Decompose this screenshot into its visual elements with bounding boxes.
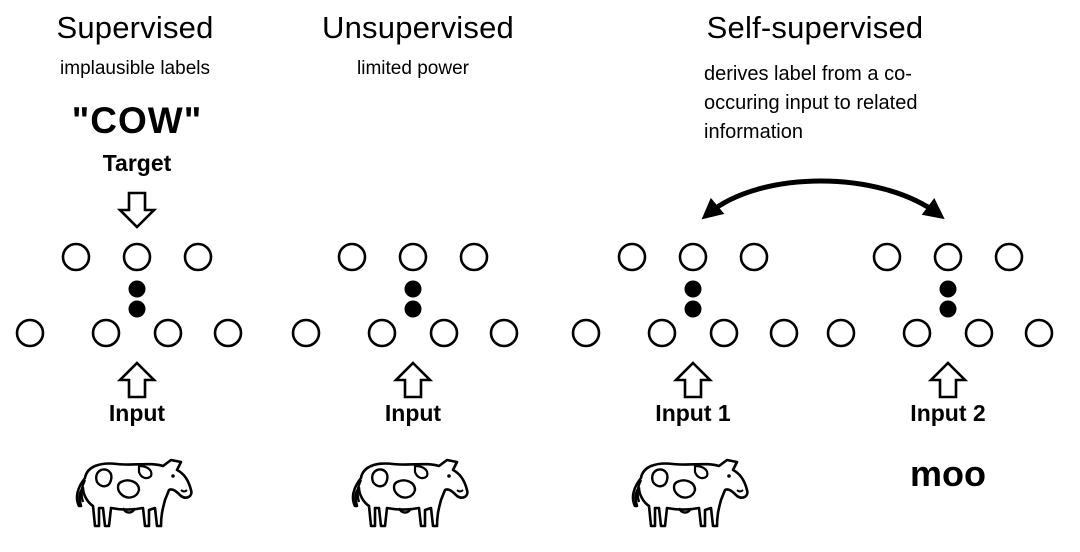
- unsupervised-ellipsis-dot-2: [404, 300, 422, 318]
- unsupervised-title: Unsupervised: [322, 10, 514, 45]
- unsupervised-top-node-2: [398, 242, 428, 272]
- self-supervised-2-top-node-3: [994, 242, 1024, 272]
- target-label: Target: [102, 150, 172, 176]
- self-supervised-2-bottom-node-4: [1024, 318, 1054, 348]
- self-supervised-1-top-node-1: [617, 242, 647, 272]
- supervised-input-label: Input: [108, 400, 166, 426]
- supervised-top-node-2: [122, 242, 152, 272]
- supervised-ellipsis-dot-1: [128, 280, 146, 298]
- self-supervised-2-ellipsis-dot-1: [939, 280, 957, 298]
- self-supervised-2-bottom-node-2: [902, 318, 932, 348]
- unsupervised-ellipsis-dot-1: [404, 280, 422, 298]
- self-supervised-input-1-label: Input 1: [655, 400, 731, 426]
- supervised-up-arrow-icon: [116, 361, 158, 399]
- supervised-bottom-node-2: [91, 318, 121, 348]
- self-supervised-2-bottom-node-1: [826, 318, 856, 348]
- moo-text: moo: [910, 453, 986, 494]
- self-supervised-1-top-node-2: [678, 242, 708, 272]
- self-supervised-1-up-arrow-icon: [672, 361, 714, 399]
- self-supervised-input-2-label: Input 2: [910, 400, 986, 426]
- supervised-bottom-node-4: [213, 318, 243, 348]
- self-supervised-title: Self-supervised: [706, 10, 924, 45]
- self-supervised-cow-icon: [631, 458, 749, 528]
- self-supervised-2-ellipsis-dot-2: [939, 300, 957, 318]
- supervised-top-node-3: [183, 242, 213, 272]
- supervised-ellipsis-dot-2: [128, 300, 146, 318]
- unsupervised-bottom-node-3: [429, 318, 459, 348]
- supervised-subtitle: implausible labels: [60, 58, 210, 79]
- self-supervised-1-bottom-node-2: [647, 318, 677, 348]
- self-supervised-2-top-node-2: [933, 242, 963, 272]
- self-supervised-1-bottom-node-1: [571, 318, 601, 348]
- supervised-cow-icon: [75, 458, 193, 528]
- target-word: "COW": [71, 100, 203, 141]
- unsupervised-top-node-3: [459, 242, 489, 272]
- self-supervised-description: derives label from a co-occuring input t…: [704, 63, 918, 143]
- self-supervised-1-ellipsis-dot-2: [684, 300, 702, 318]
- self-supervised-2-top-node-1: [872, 242, 902, 272]
- supervised-bottom-node-3: [153, 318, 183, 348]
- self-supervised-1-top-node-3: [739, 242, 769, 272]
- target-down-arrow-icon: [116, 191, 158, 229]
- self-supervised-2-up-arrow-icon: [927, 361, 969, 399]
- supervised-title: Supervised: [56, 10, 214, 45]
- double-headed-curved-arrow-icon: [701, 178, 945, 220]
- self-supervised-2-bottom-node-3: [964, 318, 994, 348]
- unsupervised-bottom-node-2: [367, 318, 397, 348]
- self-supervised-1-bottom-node-3: [709, 318, 739, 348]
- networks-layer: [15, 178, 1054, 528]
- unsupervised-subtitle: limited power: [357, 58, 469, 79]
- self-supervised-1-ellipsis-dot-1: [684, 280, 702, 298]
- supervised-top-node-1: [61, 242, 91, 272]
- supervised-bottom-node-1: [15, 318, 45, 348]
- unsupervised-bottom-node-1: [291, 318, 321, 348]
- self-supervised-1-bottom-node-4: [769, 318, 799, 348]
- unsupervised-bottom-node-4: [489, 318, 519, 348]
- unsupervised-input-label: Input: [384, 400, 442, 426]
- unsupervised-top-node-1: [337, 242, 367, 272]
- unsupervised-cow-icon: [351, 458, 469, 528]
- unsupervised-up-arrow-icon: [392, 361, 434, 399]
